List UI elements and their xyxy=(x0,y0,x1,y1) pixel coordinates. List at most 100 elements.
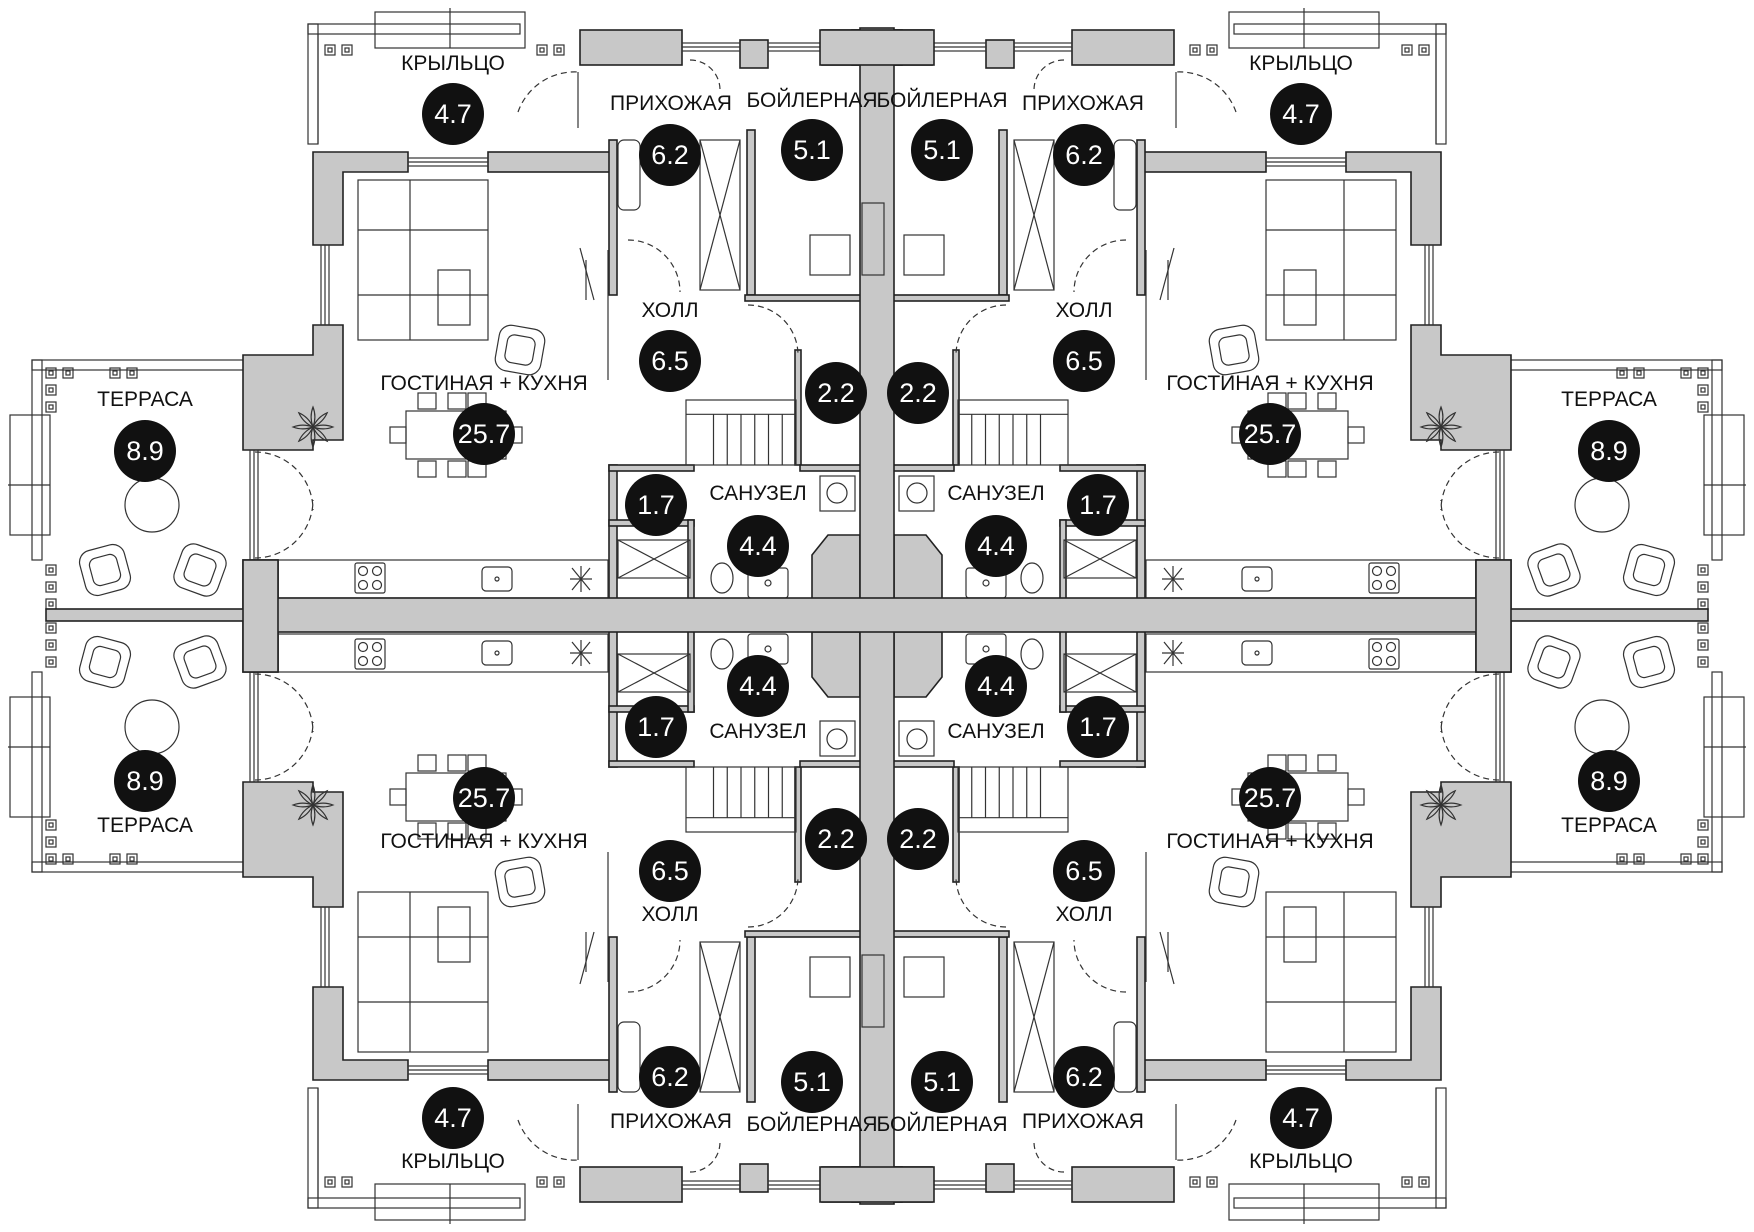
post-outer xyxy=(1401,44,1413,56)
area-badge-terrace xyxy=(1578,750,1640,812)
room-name-terrace: ТЕРРАСА xyxy=(1561,388,1657,411)
post xyxy=(341,1176,353,1188)
door-swing xyxy=(1440,451,1500,511)
armchair-outer xyxy=(494,324,546,376)
stove-body xyxy=(1368,638,1400,670)
post-inner xyxy=(1683,856,1689,862)
stove-icon xyxy=(354,638,386,670)
window xyxy=(1013,1180,1073,1190)
area-value-boiler: 5.1 xyxy=(793,1067,831,1097)
post xyxy=(126,367,138,379)
terrace-step xyxy=(9,696,51,818)
window xyxy=(681,42,741,52)
post xyxy=(1206,1176,1218,1188)
post xyxy=(1206,44,1218,56)
post-outer xyxy=(45,639,57,651)
post-inner xyxy=(1209,1179,1215,1185)
leaf xyxy=(1439,803,1457,821)
wall-interior xyxy=(1136,626,1146,768)
area-badge-porch xyxy=(1270,83,1332,145)
armchair-seat xyxy=(88,553,122,587)
door-swing xyxy=(1033,1141,1065,1173)
wall-corner xyxy=(1345,151,1442,246)
bench xyxy=(617,139,641,211)
post-inner xyxy=(1700,370,1706,376)
area-value-porch: 4.7 xyxy=(434,99,472,129)
post-inner xyxy=(1619,856,1625,862)
sink-drain xyxy=(1254,650,1260,656)
post-outer xyxy=(1697,656,1709,668)
room-name-bath: САНУЗЕЛ xyxy=(709,720,806,743)
area-badge-storage xyxy=(625,696,687,758)
armchair-seat xyxy=(1632,553,1666,587)
post-inner xyxy=(48,659,54,665)
post-outer xyxy=(1206,44,1218,56)
room-name-living: ГОСТИНАЯ + КУХНЯ xyxy=(380,372,587,395)
burner xyxy=(1385,565,1397,577)
sink-basin xyxy=(481,640,513,666)
wall-interior xyxy=(746,936,756,1103)
armchair-seat xyxy=(1537,553,1571,587)
post-inner xyxy=(1700,387,1706,393)
porch-rail xyxy=(1233,1197,1447,1209)
room-name-hall: ХОЛЛ xyxy=(1056,903,1113,926)
toilet-icon xyxy=(710,562,734,594)
post-inner xyxy=(539,1179,545,1185)
post-inner xyxy=(1700,822,1706,828)
porch-rail xyxy=(1233,23,1447,35)
wall-interior xyxy=(608,936,618,1093)
room-name-bath: САНУЗЕЛ xyxy=(947,720,1044,743)
post-inner xyxy=(1700,839,1706,845)
terrace-step xyxy=(1703,414,1745,536)
burner xyxy=(1385,641,1397,653)
post xyxy=(1633,853,1645,865)
wall-interior xyxy=(1059,760,1146,768)
post-outer xyxy=(1697,564,1709,576)
toilet-icon xyxy=(710,638,734,670)
sink-icon xyxy=(1241,640,1273,666)
wall-exterior xyxy=(487,151,614,173)
post-inner xyxy=(1192,1179,1198,1185)
wall-column xyxy=(985,1163,1015,1193)
area-badge-storage xyxy=(1067,474,1129,536)
room-name-entrance: ПРИХОЖАЯ xyxy=(1022,92,1144,115)
door-swing xyxy=(1440,673,1500,733)
leaf xyxy=(291,802,315,808)
stairs-icon xyxy=(957,766,1069,833)
leaf xyxy=(1439,411,1457,429)
quadrant-top-left xyxy=(8,8,903,611)
leaf xyxy=(1438,425,1444,449)
post xyxy=(324,44,336,56)
washing-machine xyxy=(819,720,856,757)
post-inner xyxy=(1700,625,1706,631)
leaf xyxy=(311,802,335,808)
area-value-storage: 1.7 xyxy=(1079,490,1117,520)
door-swing xyxy=(627,239,681,293)
wardrobe xyxy=(1013,139,1055,291)
coffee-table xyxy=(1283,269,1317,326)
washing-machine xyxy=(898,475,935,512)
leaf xyxy=(1439,424,1463,430)
leaf xyxy=(1438,803,1444,827)
post-outer xyxy=(1697,367,1709,379)
leaf xyxy=(311,803,329,821)
post-outer xyxy=(126,853,138,865)
post-outer xyxy=(536,44,548,56)
room-name-boiler: БОЙЛЕРНАЯ xyxy=(746,88,877,112)
area-value-terrace: 8.9 xyxy=(126,766,164,796)
sofa xyxy=(357,179,489,341)
terrace-rail xyxy=(1711,359,1723,561)
post xyxy=(1401,1176,1413,1188)
armchair-seat xyxy=(183,645,217,679)
wall-exterior xyxy=(579,1166,683,1203)
post-outer xyxy=(45,401,57,413)
area-value-storage: 1.7 xyxy=(637,490,675,520)
area-value-boiler: 5.1 xyxy=(923,135,961,165)
burner xyxy=(1371,565,1383,577)
burner xyxy=(371,565,383,577)
post-outer xyxy=(341,44,353,56)
armchair-icon xyxy=(173,635,227,689)
area-value-boiler: 5.1 xyxy=(923,1067,961,1097)
post xyxy=(62,853,74,865)
post-inner xyxy=(1192,47,1198,53)
